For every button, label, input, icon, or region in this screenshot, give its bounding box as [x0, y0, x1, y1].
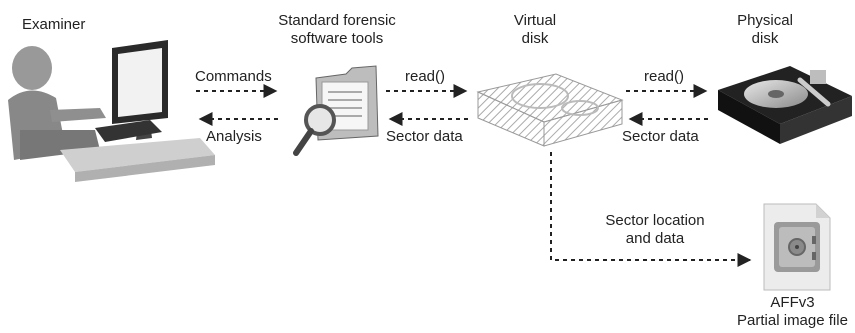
read-label-1: read(): [405, 68, 446, 85]
examiner-label: Examiner: [22, 16, 86, 33]
analysis-label: Analysis: [206, 128, 262, 145]
physical-disk-icon: [718, 66, 852, 144]
affv3-file-icon: [763, 203, 831, 291]
virtual-disk-icon: [476, 73, 624, 147]
tools-label: Standard forensic software tools: [278, 12, 396, 47]
read-label-2: read(): [644, 68, 685, 85]
sector-data-label-1: Sector data: [386, 128, 463, 145]
commands-label: Commands: [195, 68, 272, 85]
sector-data-label-2: Sector data: [622, 128, 699, 145]
arrow-sector-location: [550, 152, 752, 267]
virtual-disk-label: Virtual disk: [513, 12, 557, 47]
sector-location-label: Sector location and data: [605, 212, 705, 247]
affv3-label: AFFv3 Partial image file: [737, 294, 848, 329]
physical-disk-label: Physical disk: [737, 12, 793, 47]
examiner-icon: [8, 40, 215, 182]
forensic-tools-icon: [293, 65, 379, 156]
